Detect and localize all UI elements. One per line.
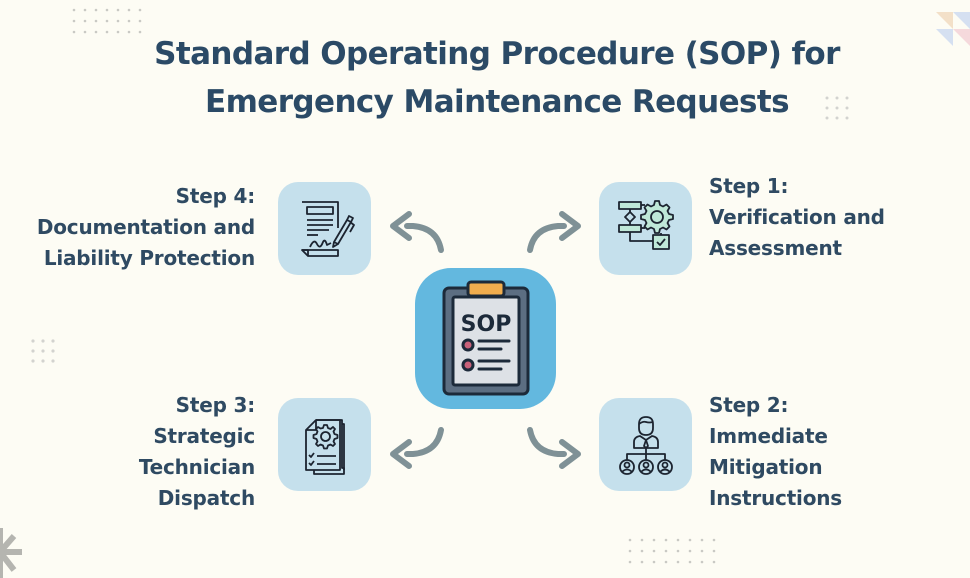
arrow-to-step-4-icon: [390, 211, 444, 253]
decorative-dot-grid-top-left: [72, 8, 142, 34]
step-2-text: Step 2: Immediate Mitigation Instruction…: [709, 390, 842, 514]
title-line-1: Standard Operating Procedure (SOP) for: [154, 36, 840, 72]
step-2-line-2: Mitigation: [709, 455, 823, 479]
decorative-dot-grid-bottom: [628, 538, 716, 564]
title-line-2: Emergency Maintenance Requests: [205, 84, 790, 120]
step-3-text: Step 3: Strategic Technician Dispatch: [139, 390, 255, 514]
step-4-number: Step 4:: [175, 184, 256, 208]
decorative-dot-grid-title-right: [825, 96, 849, 120]
decorative-asterisk: [0, 528, 22, 578]
sop-clipboard-icon: SOP: [442, 280, 529, 395]
step-1-icon-box: [599, 182, 692, 275]
step-1-text: Step 1: Verification and Assessment: [709, 171, 885, 264]
flowchart-gear-icon: [617, 199, 674, 250]
arrow-to-step-1-icon: [527, 211, 581, 253]
step-2-line-1: Immediate: [709, 424, 828, 448]
decorative-dot-grid-left: [31, 339, 55, 363]
arrow-to-step-2-icon: [527, 427, 581, 469]
step-4-line-2: Liability Protection: [43, 246, 255, 270]
page-title: Standard Operating Procedure (SOP) for E…: [0, 30, 970, 126]
document-gear-checklist-icon: [304, 418, 345, 475]
step-4-text: Step 4: Documentation and Liability Prot…: [37, 181, 255, 274]
step-1-line-2: Assessment: [709, 236, 842, 260]
decorative-triangles: [936, 12, 970, 46]
step-4-line-1: Documentation and: [36, 215, 255, 239]
step-1-line-1: Verification and: [709, 205, 885, 229]
step-3-line-3: Dispatch: [157, 486, 255, 510]
step-3-icon-box: [278, 398, 371, 491]
step-1-number: Step 1:: [709, 174, 789, 198]
step-2-line-3: Instructions: [709, 486, 843, 510]
center-sop-box: SOP: [415, 268, 556, 409]
step-2-icon-box: [599, 398, 692, 491]
arrow-to-step-3-icon: [390, 427, 444, 469]
step-3-number: Step 3:: [175, 393, 256, 417]
sop-label: SOP: [460, 312, 511, 337]
step-3-line-2: Technician: [138, 455, 255, 479]
signed-contract-icon: [300, 200, 355, 257]
step-3-line-1: Strategic: [153, 424, 255, 448]
step-4-icon-box: [278, 182, 371, 275]
step-2-number: Step 2:: [709, 393, 789, 417]
org-hierarchy-icon: [618, 415, 673, 475]
